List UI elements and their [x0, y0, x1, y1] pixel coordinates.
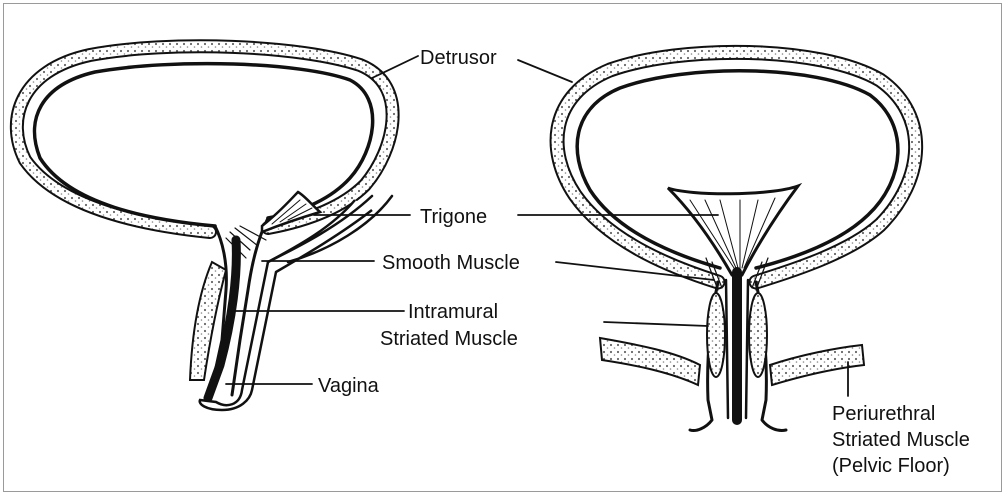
- leader-detrusor-right: [518, 60, 572, 82]
- pelvic-floor-right: [770, 345, 864, 385]
- frontal-bladder-view: [557, 52, 916, 430]
- right-intramural-striated-left: [707, 293, 725, 377]
- label-smooth-muscle: Smooth Muscle: [382, 252, 520, 274]
- label-periurethral-line1: Periurethral: [832, 403, 935, 425]
- label-intramural-line2: Striated Muscle: [380, 328, 518, 350]
- right-intramural-striated-right: [749, 293, 767, 377]
- label-vagina: Vagina: [318, 375, 380, 397]
- pelvic-floor-left: [600, 338, 700, 385]
- label-trigone: Trigone: [420, 206, 487, 228]
- label-intramural-line1: Intramural: [408, 301, 498, 323]
- label-periurethral-line3: (Pelvic Floor): [832, 455, 950, 477]
- leader-intramural-right: [604, 322, 708, 326]
- leader-detrusor-left: [372, 56, 418, 78]
- label-periurethral-line2: Striated Muscle: [832, 429, 970, 451]
- lateral-bladder-view: [17, 46, 393, 410]
- label-detrusor: Detrusor: [420, 47, 497, 69]
